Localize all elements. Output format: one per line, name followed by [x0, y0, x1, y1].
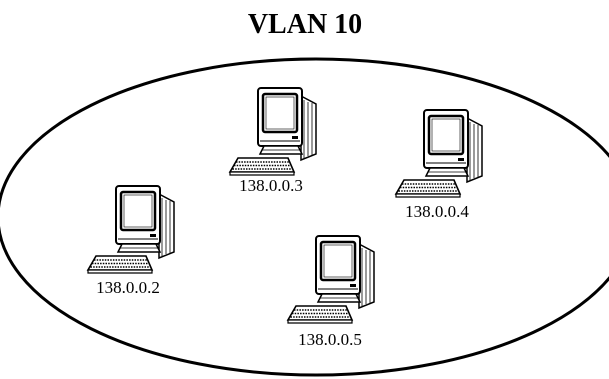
host-node: 138.0.0.3	[228, 86, 318, 195]
vlan-boundary-ellipse	[0, 57, 609, 377]
host-ip-label: 138.0.0.4	[405, 202, 469, 221]
desktop-computer-icon	[394, 108, 484, 199]
host-ip-label: 138.0.0.3	[239, 176, 303, 195]
host-ip-label: 138.0.0.5	[298, 330, 362, 349]
diagram-title: VLAN 10	[248, 9, 362, 40]
desktop-computer-icon	[286, 234, 376, 325]
desktop-computer-icon	[228, 86, 318, 177]
host-node: 138.0.0.4	[394, 108, 484, 221]
host-node: 138.0.0.5	[286, 234, 376, 349]
desktop-computer-icon	[86, 184, 176, 275]
host-ip-label: 138.0.0.2	[96, 278, 160, 297]
host-node: 138.0.0.2	[86, 184, 176, 297]
